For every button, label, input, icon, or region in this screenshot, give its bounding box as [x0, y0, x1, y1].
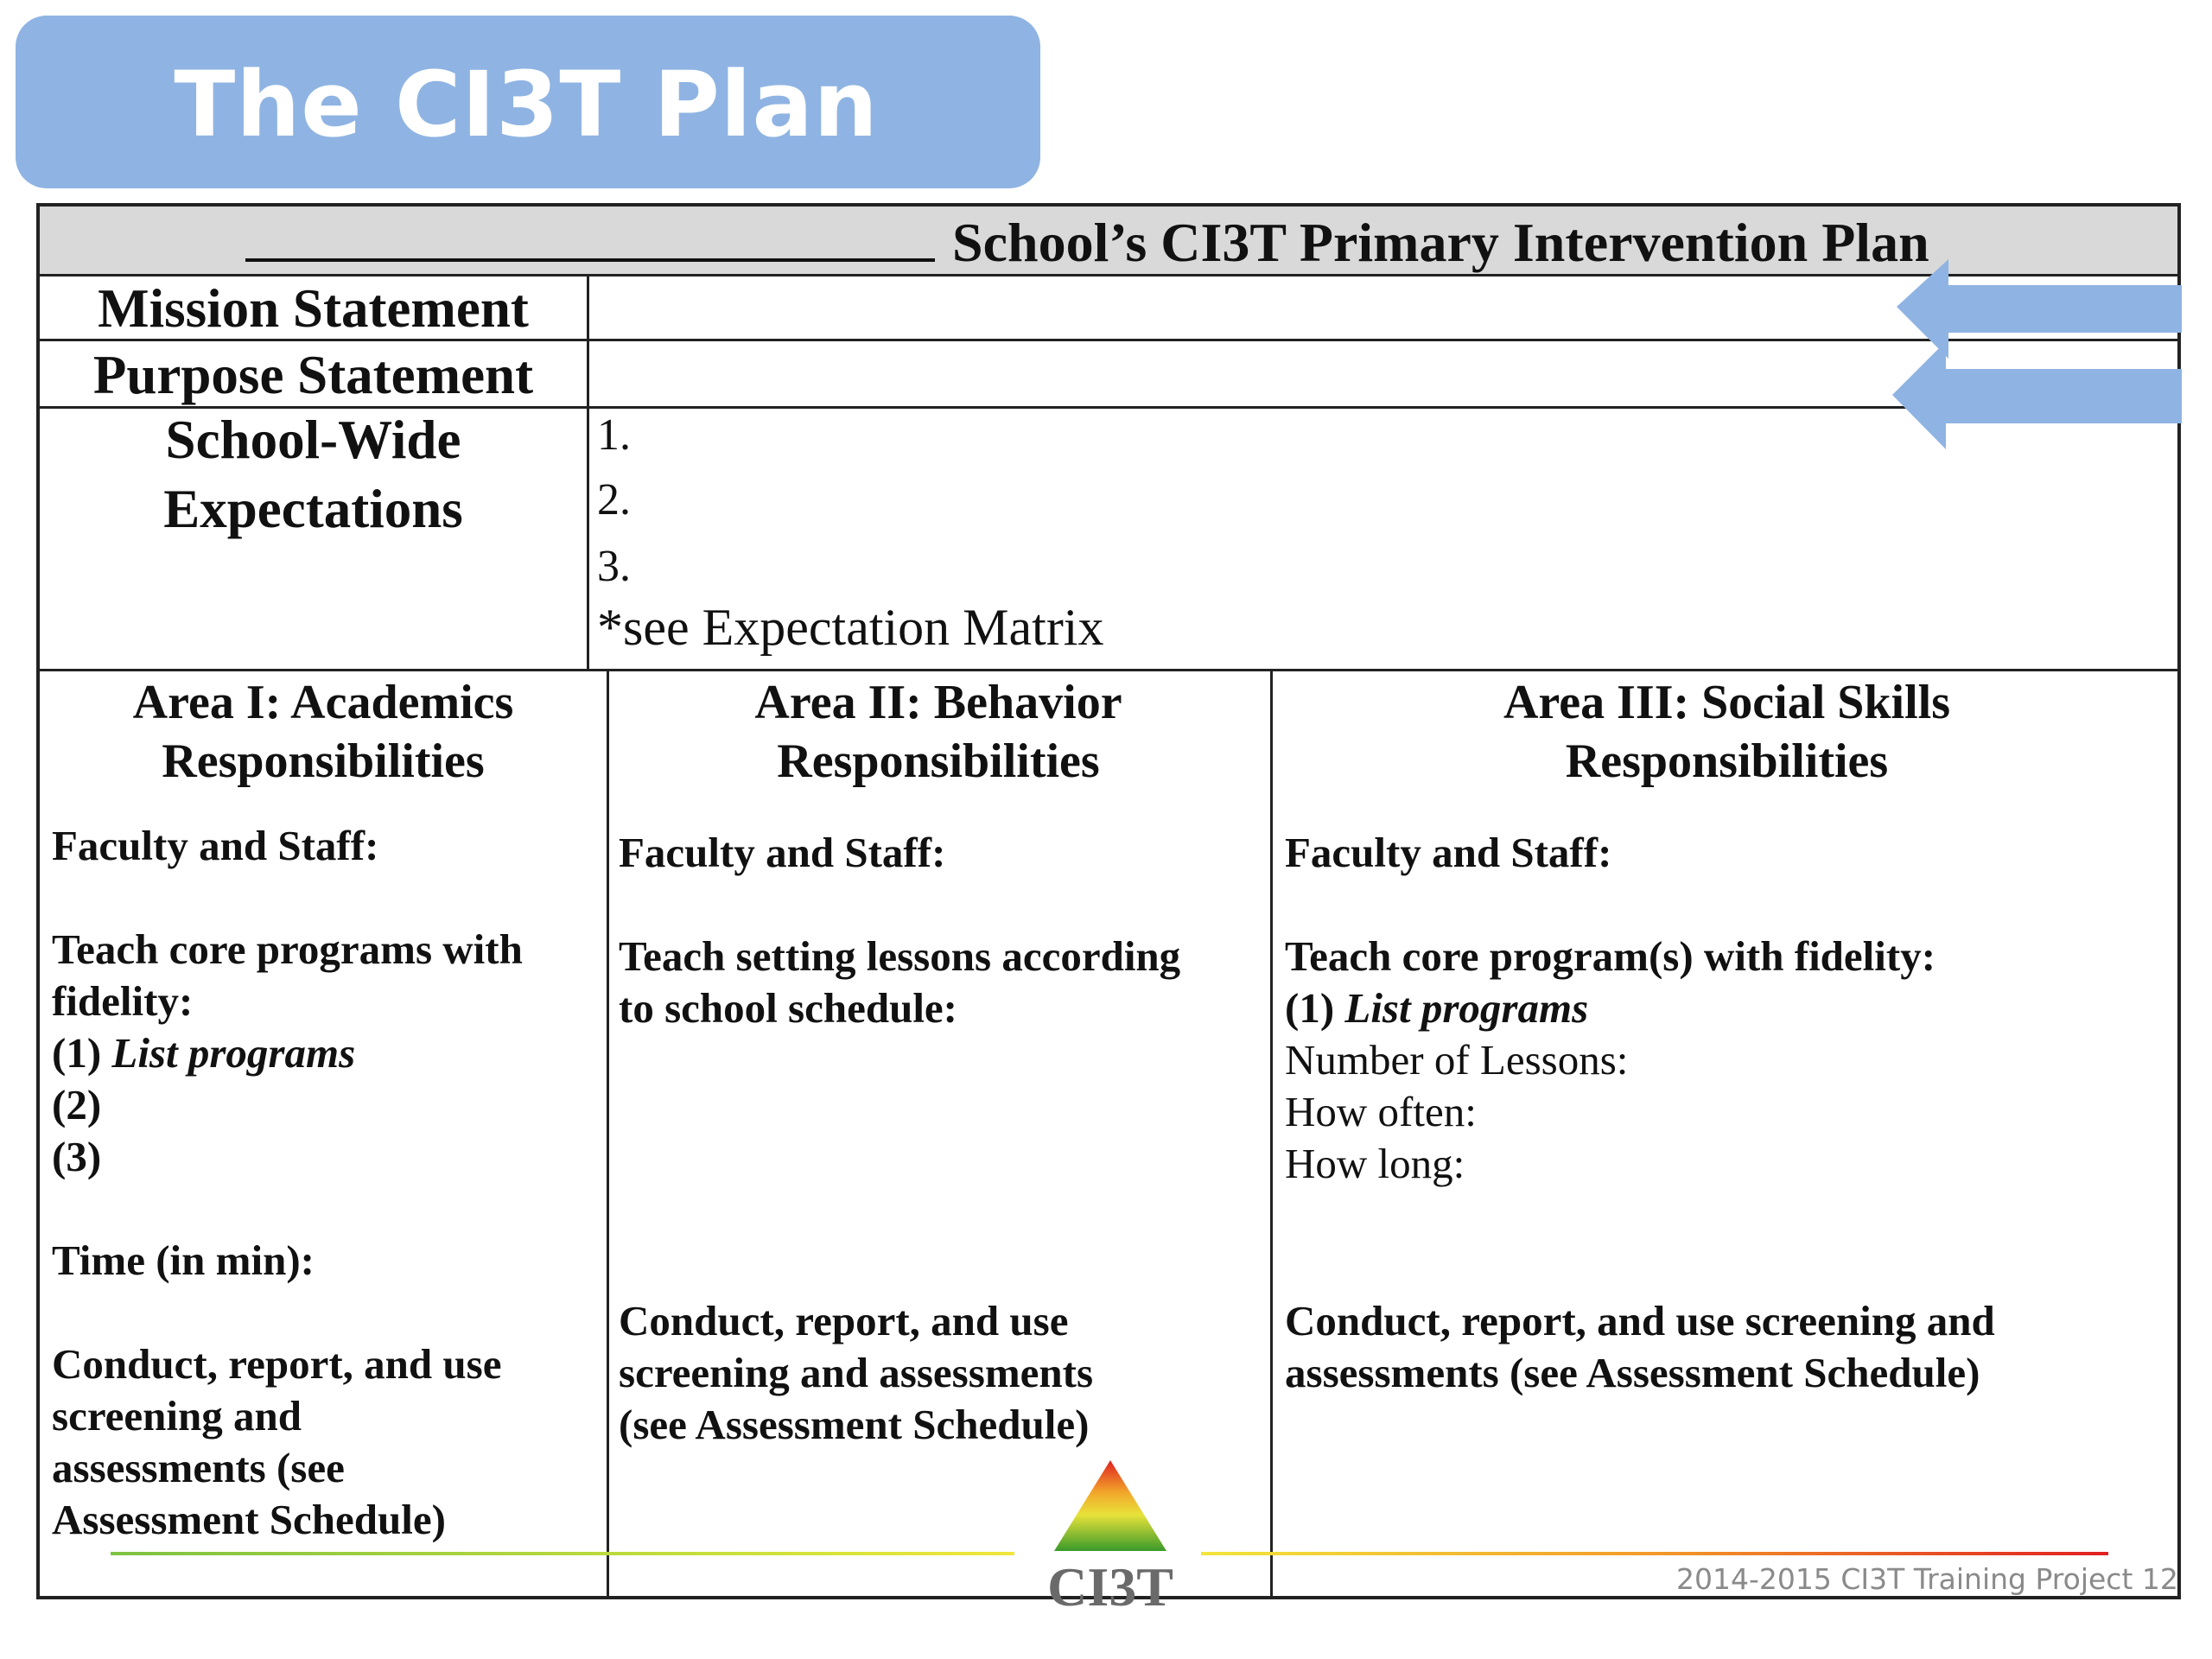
conduct-text: Assessment Schedule) [52, 1496, 446, 1543]
teach-text: Teach setting lessons according [619, 932, 1181, 980]
area-academics-heading: Area I: Academics Responsibilities [132, 676, 514, 788]
how-often-label: How often: [1285, 1088, 1477, 1135]
teach-text: fidelity: [52, 977, 194, 1025]
program-item: (1) List programs [1285, 984, 1589, 1032]
area-academics: Area I: Academics Responsibilities Facul… [40, 673, 607, 1543]
conduct-text: assessments (see Assessment Schedule) [1285, 1349, 1980, 1396]
conduct-text: Conduct, report, and use screening and [1285, 1297, 1995, 1344]
program-item: (2) [52, 1081, 102, 1128]
left-arrow-icon [1897, 259, 2182, 359]
slide-title: The CI3T Plan [174, 52, 879, 157]
list-item: 2. [597, 475, 631, 524]
how-long-label: How long: [1285, 1140, 1465, 1187]
footer-line [1201, 1552, 2108, 1555]
conduct-text: (see Assessment Schedule) [619, 1401, 1090, 1448]
conduct-text: Conduct, report, and use [619, 1297, 1069, 1344]
teach-text: to school schedule: [619, 984, 957, 1032]
teach-text: Teach core program(s) with fidelity: [1285, 932, 1936, 980]
intervention-plan-table: School’s CI3T Primary Intervention Plan … [36, 203, 2181, 1599]
school-wide-expectations-label: School-Wide Expectations [163, 410, 463, 539]
area-social-skills: Area III: Social Skills Responsibilities… [1273, 673, 2181, 1396]
conduct-text: assessments (see [52, 1444, 345, 1491]
conduct-text: screening and assessments [619, 1349, 1094, 1396]
area-social-heading: Area III: Social Skills Responsibilities [1503, 676, 1951, 788]
divider [40, 406, 2177, 409]
list-item: 1. [597, 410, 631, 460]
faculty-label: Faculty and Staff: [52, 822, 379, 869]
divider [40, 669, 2177, 671]
program-item: (1) List programs [52, 1029, 356, 1077]
area-behavior: Area II: Behavior Responsibilities Facul… [607, 673, 1270, 1448]
left-arrow-icon [1892, 341, 2182, 449]
divider [1270, 669, 1273, 1596]
divider [587, 274, 589, 669]
conduct-text: screening and [52, 1392, 302, 1440]
footer-note: 2014-2015 CI3T Training Project 12 [1676, 1562, 2178, 1596]
title-banner [16, 16, 1040, 188]
faculty-label: Faculty and Staff: [1285, 829, 1612, 876]
list-item: *see Expectation Matrix [597, 599, 1104, 656]
plan-header-title: School’s CI3T Primary Intervention Plan [952, 212, 1929, 273]
time-label: Time (in min): [52, 1236, 315, 1284]
plan-header-row: School’s CI3T Primary Intervention Plan [40, 207, 2177, 274]
triangle-logo-icon [1054, 1460, 1166, 1551]
teach-text: Teach core programs with [52, 925, 523, 973]
mission-statement-label: Mission Statement [98, 278, 529, 339]
program-item: (3) [52, 1133, 102, 1180]
faculty-label: Faculty and Staff: [619, 829, 946, 876]
list-item: 3. [597, 542, 631, 591]
area-behavior-heading: Area II: Behavior Responsibilities [754, 676, 1122, 788]
conduct-text: Conduct, report, and use [52, 1340, 502, 1388]
lessons-label: Number of Lessons: [1285, 1036, 1629, 1084]
divider [40, 339, 2177, 341]
divider [40, 274, 2177, 276]
school-name-blank [245, 207, 935, 262]
purpose-statement-label: Purpose Statement [92, 345, 534, 405]
divider [607, 669, 609, 1596]
footer-line [111, 1552, 1014, 1555]
footer-logo-text: CI3T [1047, 1556, 1173, 1618]
